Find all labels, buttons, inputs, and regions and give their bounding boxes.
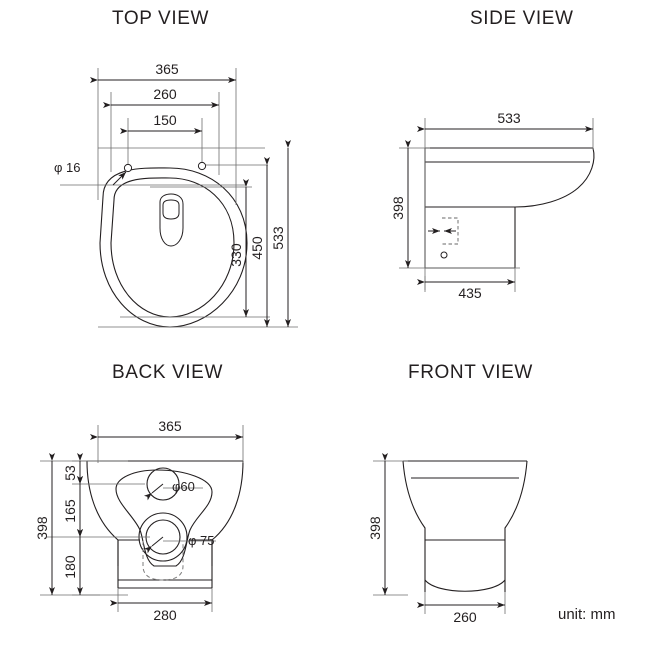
side-view-dim-435-label: 435 [458, 285, 482, 301]
back-view-dim-280: 280 [110, 600, 212, 623]
back-view-phi75-label: φ 75 [188, 533, 215, 548]
back-view-phi60-hole-icon [146, 467, 180, 501]
top-view-dim-450: 450 [249, 157, 270, 327]
side-view-dim-533-label: 533 [497, 110, 521, 126]
back-view-phi60-detail: φ60 [143, 467, 203, 501]
back-view-hidden-trap [142, 541, 184, 581]
front-view-dim-260-label: 260 [453, 609, 477, 625]
side-view-dim-435: 435 [417, 279, 515, 301]
side-view-dim-398-label: 398 [390, 196, 406, 220]
top-view-dim-330: 330 [228, 179, 249, 317]
front-view-dim-398-label: 398 [367, 516, 383, 540]
back-view-dim-165: 165 [62, 476, 83, 537]
top-view-geometry [99, 167, 248, 328]
front-view-title: FRONT VIEW [408, 362, 533, 383]
top-view-extension-lines [60, 68, 298, 328]
top-view-dim-260-label: 260 [153, 86, 177, 102]
back-view-phi75-detail: φ 75 [138, 512, 216, 562]
top-view-phi16-leader [112, 171, 127, 186]
back-view-dim-53-label: 53 [62, 465, 78, 481]
top-view-dim-365: 365 [90, 61, 236, 83]
back-view-dim-398-label: 398 [34, 516, 50, 540]
top-view-dim-450-label: 450 [249, 236, 265, 260]
back-view-dim-365: 365 [90, 418, 243, 440]
back-view-dim-280-label: 280 [153, 607, 177, 623]
top-view-dim-533: 533 [270, 140, 291, 327]
top-view-dim-533-label: 533 [270, 226, 286, 250]
top-view-dim-365-label: 365 [155, 61, 179, 77]
top-view-dim-260: 260 [103, 86, 219, 108]
fixing-hole-left-icon [123, 163, 133, 173]
front-view-extension-lines [373, 460, 506, 614]
back-view-dim-398: 398 [34, 453, 55, 595]
back-view-dim-180-label: 180 [62, 555, 78, 579]
back-view-title: BACK VIEW [112, 362, 223, 383]
top-view-fixing-holes [123, 161, 207, 173]
side-view-dim-533: 533 [417, 110, 593, 132]
top-view-dim-330-label: 330 [228, 243, 244, 267]
back-view-phi60-label: φ60 [172, 479, 195, 494]
back-view-dim-365-label: 365 [158, 418, 182, 434]
back-view-dim-180: 180 [62, 529, 83, 595]
side-view-dim-398: 398 [390, 140, 411, 268]
back-view-phi75-inner-icon [145, 519, 181, 555]
front-view-dim-398: 398 [367, 453, 388, 595]
side-view-extension-lines [399, 118, 594, 292]
top-view-title: TOP VIEW [112, 8, 210, 29]
back-view-dim-165-label: 165 [62, 499, 78, 523]
top-view-dim-150-label: 150 [153, 112, 177, 128]
top-view-dim-150: 150 [120, 112, 202, 134]
front-view-geometry [402, 460, 528, 592]
side-view-geometry [424, 147, 595, 269]
back-view-extension-lines [40, 425, 244, 612]
side-view-title: SIDE VIEW [470, 8, 574, 29]
back-view-geometry [86, 460, 244, 589]
back-view-dim-53: 53 [62, 453, 83, 484]
side-view-outlet-detail [442, 217, 459, 245]
unit-note: unit: mm [558, 606, 616, 623]
side-view-bolt-hole-icon [440, 251, 448, 259]
back-view-phi75-outer-icon [138, 512, 188, 562]
top-view-phi16-label: φ 16 [54, 160, 81, 175]
fixing-hole-right-icon [197, 161, 207, 171]
front-view-dim-260: 260 [417, 602, 505, 625]
